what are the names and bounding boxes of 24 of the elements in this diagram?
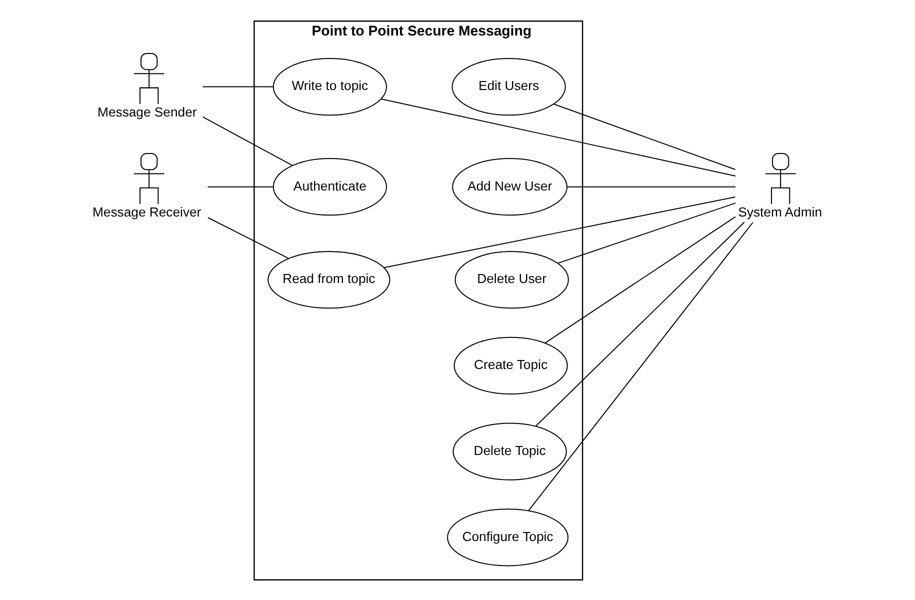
node-ellipse: Write to topic	[272, 58, 387, 116]
node-label: Message Sender	[97, 104, 196, 120]
node-label: Message Receiver	[92, 204, 201, 220]
node-ellipse: Read from topic	[267, 250, 390, 308]
connector	[566, 186, 736, 187]
connector	[202, 116, 292, 166]
node-ellipse: Edit Users	[451, 58, 566, 116]
node-ellipse: Delete User	[454, 250, 568, 308]
connector	[380, 98, 736, 176]
node-ellipse: Authenticate	[272, 158, 387, 216]
connector	[207, 186, 273, 187]
connector	[383, 196, 735, 268]
connector	[207, 216, 288, 258]
connector	[528, 222, 753, 510]
node-label: System Admin	[738, 204, 822, 220]
connector	[544, 216, 736, 343]
node-ellipse: Delete Topic	[452, 422, 566, 480]
node-ellipse: Configure Topic	[446, 508, 568, 566]
node-ellipse: Add New User	[452, 158, 567, 216]
connector	[534, 221, 744, 426]
connector	[553, 103, 735, 170]
connector	[557, 202, 736, 264]
node-ellipse: Create Topic	[453, 336, 568, 394]
connector	[202, 86, 273, 87]
